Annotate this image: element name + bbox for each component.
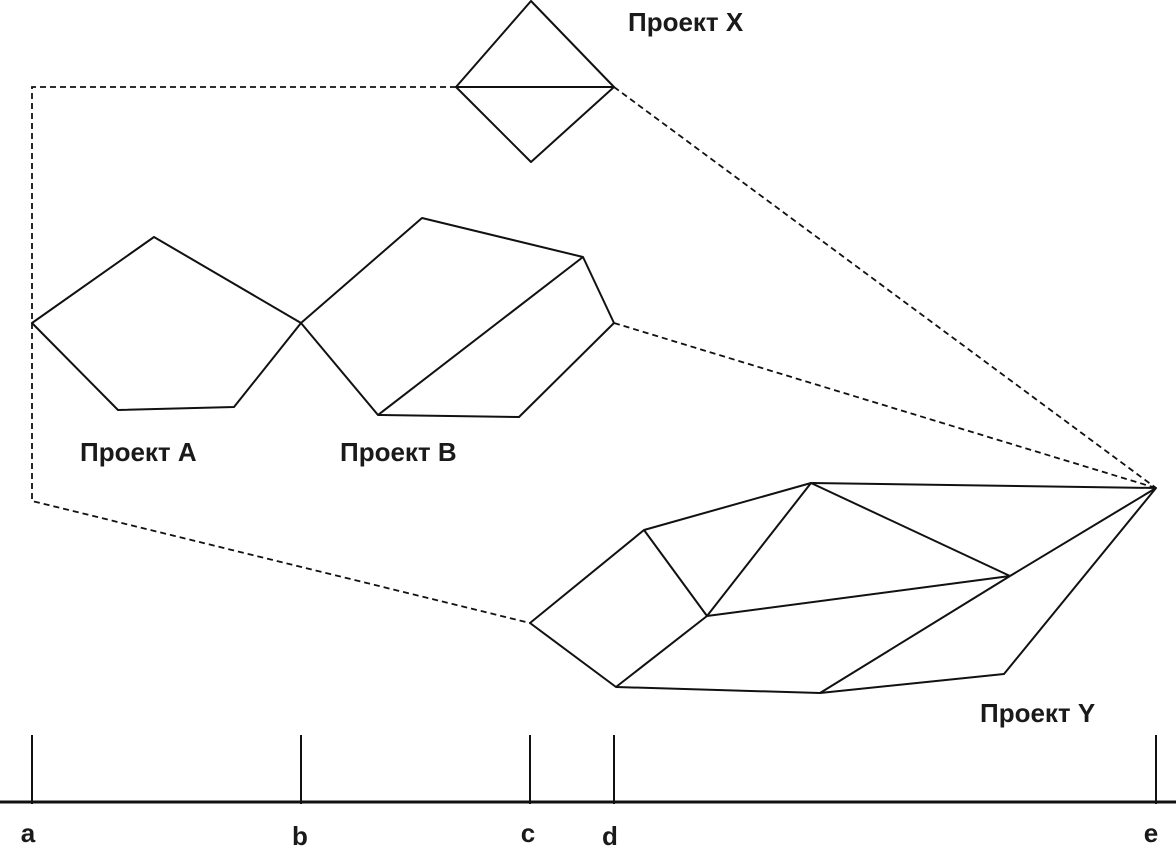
project-b-diagonal: [377, 256, 584, 416]
project-y-outline: [529, 482, 1157, 694]
project-a-shape: [31, 236, 302, 411]
project-a-pentagon: [31, 236, 302, 411]
project-b-shape: [300, 217, 615, 418]
project-y-edge: [819, 575, 1011, 694]
project-y-edge: [615, 615, 708, 688]
axis-label-e: e: [1144, 818, 1158, 846]
envelope-left: [31, 86, 531, 624]
axis-label-a: a: [21, 818, 36, 846]
envelope-top-right: [613, 86, 1157, 489]
time-axis: a b c d e: [0, 735, 1176, 846]
dashed-envelope: [31, 86, 1157, 624]
project-x-shape: [455, 0, 615, 163]
project-y-label: Проект Y: [980, 698, 1095, 728]
project-a-label: Проект A: [80, 437, 197, 467]
project-y-shape: [529, 482, 1157, 694]
envelope-middle-right: [613, 322, 1157, 489]
project-y-edge: [706, 482, 812, 617]
project-y-edge: [810, 482, 1011, 577]
axis-label-b: b: [292, 821, 308, 846]
project-y-edge: [643, 529, 708, 617]
axis-label-c: c: [521, 818, 535, 846]
project-b-polygon: [300, 217, 615, 418]
project-x-label: Проект X: [628, 7, 744, 37]
project-b-label: Проект B: [340, 437, 457, 467]
axis-label-d: d: [602, 821, 618, 846]
project-y-edge: [1009, 487, 1157, 577]
project-x-diamond: [455, 0, 615, 163]
project-y-edge: [706, 575, 1011, 617]
